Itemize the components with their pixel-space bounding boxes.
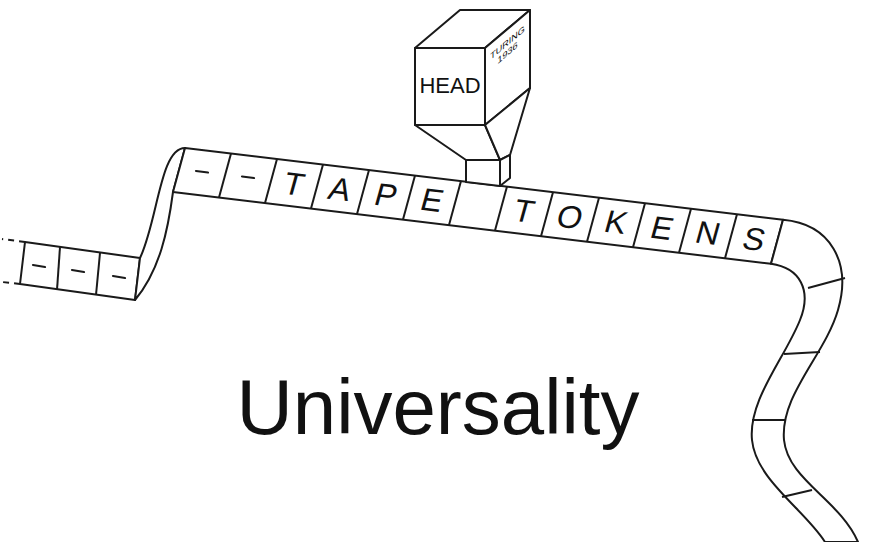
tape-bend [135, 148, 185, 300]
tape-continuation [2, 239, 25, 284]
head-face [485, 88, 530, 160]
tape-lower-left [20, 242, 140, 300]
blank-symbols [33, 171, 254, 278]
tape-strip [173, 148, 783, 264]
tape-curl [752, 220, 858, 542]
head-face [500, 155, 510, 186]
head-face [415, 48, 485, 125]
tape-head: HEADTURING 1936 [405, 0, 545, 195]
slide-title: Universality [0, 368, 876, 446]
head-face [466, 160, 500, 186]
head-label: HEAD [415, 74, 485, 98]
